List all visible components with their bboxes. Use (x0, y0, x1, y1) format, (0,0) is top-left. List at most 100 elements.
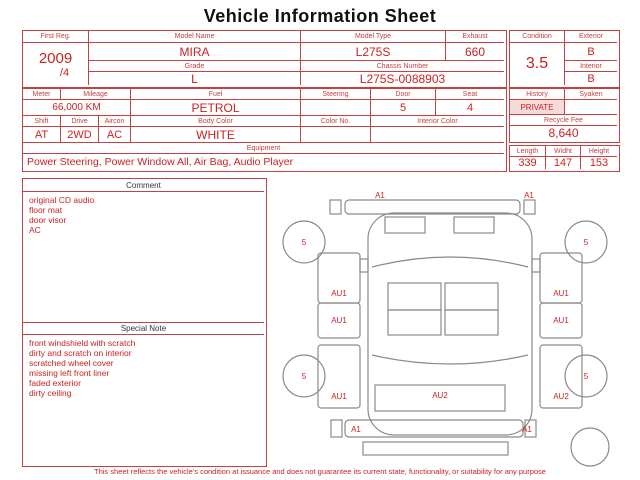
damage-mark: AU2 (432, 391, 448, 400)
model-type-value: L275S (301, 43, 446, 61)
left-mirror-shape (359, 258, 369, 273)
history-table: History Syaken PRIVATE Recycle Fee 8,640 (509, 88, 620, 143)
exhaust-value: 660 (446, 43, 504, 61)
door-label: Door (371, 89, 436, 100)
first-reg-label: First Reg. (23, 31, 89, 43)
condition-label: Condition (510, 31, 565, 43)
damage-mark: AU2 (553, 392, 569, 401)
exterior-label: Exterior (565, 31, 617, 43)
first-reg-value: 2009 /4 (23, 43, 89, 85)
drive-value: 2WD (61, 127, 99, 143)
height-value: 153 (589, 157, 609, 169)
exhaust-label: Exhaust (446, 31, 504, 43)
chassis-number-label: Chassis Number (301, 61, 504, 72)
comment-line: floor mat (29, 205, 63, 215)
front-left-corner-shape (329, 199, 342, 215)
comment-line: door visor (29, 215, 67, 225)
special-note-line: front windshield with scratch (29, 338, 136, 348)
interior-value: B (587, 72, 595, 85)
body-color-value: WHITE (131, 127, 301, 143)
details-table: Meter Mileage Fuel Steering Door Seat 66… (22, 88, 507, 172)
comment-panel: Comment original CD audio floor mat door… (22, 178, 267, 467)
comment-lines: original CD audio floor mat door visor A… (29, 195, 94, 235)
wheel-rear-left-shape (282, 354, 326, 398)
comment-header: Comment (23, 179, 264, 192)
color-no-value (301, 127, 371, 143)
roof-panel-shape (444, 282, 499, 311)
spare-tire-shape (570, 427, 610, 467)
condition-value: 3.5 (510, 43, 565, 85)
special-note-header: Special Note (23, 322, 264, 335)
rear-right-corner-shape (524, 419, 537, 438)
model-type-label: Model Type (301, 31, 446, 43)
damage-mark: A1 (522, 425, 532, 434)
windshield-line (371, 256, 529, 268)
damage-mark: AU1 (331, 316, 347, 325)
front-right-corner-shape (523, 199, 536, 215)
rear-panel-shape (374, 384, 506, 412)
equipment-label: Equipment (23, 143, 504, 154)
height-label: Height (581, 146, 617, 157)
car-body-shape (367, 212, 533, 436)
equipment-value: Power Steering, Power Window All, Air Ba… (27, 155, 294, 168)
special-note-line: dirty ceiling (29, 388, 72, 398)
roof-panel-shape (387, 309, 442, 336)
grade-label: Grade (89, 61, 301, 72)
fuel-value: PETROL (131, 100, 301, 116)
damage-mark: AU1 (331, 289, 347, 298)
door-value: 5 (371, 100, 436, 116)
interior-color-label: Interior Color (371, 116, 504, 127)
exterior-value: B (565, 43, 617, 61)
interior-label: Interior (565, 61, 617, 72)
interior-color-value (371, 127, 504, 143)
length-value: 339 (510, 157, 546, 169)
hood-right-shape (453, 216, 495, 234)
shift-value: AT (23, 127, 61, 143)
seat-value: 4 (436, 100, 504, 116)
steering-value (301, 100, 371, 116)
hood-left-shape (384, 216, 426, 234)
mileage-value: 66,000 KM (23, 100, 131, 116)
damage-mark: 5 (302, 238, 307, 247)
seat-label: Seat (436, 89, 504, 100)
damage-mark: AU1 (331, 392, 347, 401)
damage-mark: 5 (302, 372, 307, 381)
roof-panel-shape (387, 282, 442, 311)
rear-left-corner-shape (330, 419, 343, 438)
right-mirror-shape (531, 258, 541, 273)
damage-mark: AU1 (553, 289, 569, 298)
rear-window-line (371, 354, 529, 365)
mileage-label: Mileage (61, 89, 131, 100)
damage-mark: A1 (351, 425, 361, 434)
page-title: Vehicle Information Sheet (203, 6, 437, 26)
comment-line: original CD audio (29, 195, 95, 205)
registration-table: First Reg. Model Name Model Type Exhaust… (22, 30, 507, 88)
aircon-label: Aircon (99, 116, 131, 127)
special-note-line: scratched wheel cover (29, 358, 114, 368)
special-note-line: faded exterior (29, 378, 81, 388)
damage-mark: AU1 (553, 316, 569, 325)
car-diagram: A1 A1 5 5 5 5 AU1 AU1 AU1 AU1 AU1 AU2 AU… (282, 191, 610, 467)
left-door-shape (317, 302, 361, 339)
front-bumper-shape (344, 199, 521, 215)
model-name-label: Model Name (89, 31, 301, 43)
damage-mark: A1 (375, 191, 385, 200)
first-reg-year: 2009 (38, 49, 73, 67)
right-door-shape (539, 302, 583, 339)
body-color-label: Body Color (131, 116, 301, 127)
trunk-sill-shape (362, 441, 509, 456)
width-label: Widht (546, 146, 581, 157)
damage-mark: 5 (584, 238, 589, 247)
history-value: PRIVATE (510, 100, 565, 115)
right-rear-panel-shape (539, 344, 583, 409)
color-no-label: Color No. (301, 116, 371, 127)
left-rear-panel-shape (317, 344, 361, 409)
wheel-front-left-shape (282, 220, 326, 264)
rear-bumper-shape (344, 419, 524, 438)
model-name-value: MIRA (89, 43, 301, 61)
recycle-fee-label: Recycle Fee (510, 115, 617, 126)
steering-label: Steering (301, 89, 371, 100)
recycle-fee-value: 8,640 (548, 126, 579, 140)
width-value: 147 (546, 157, 581, 169)
